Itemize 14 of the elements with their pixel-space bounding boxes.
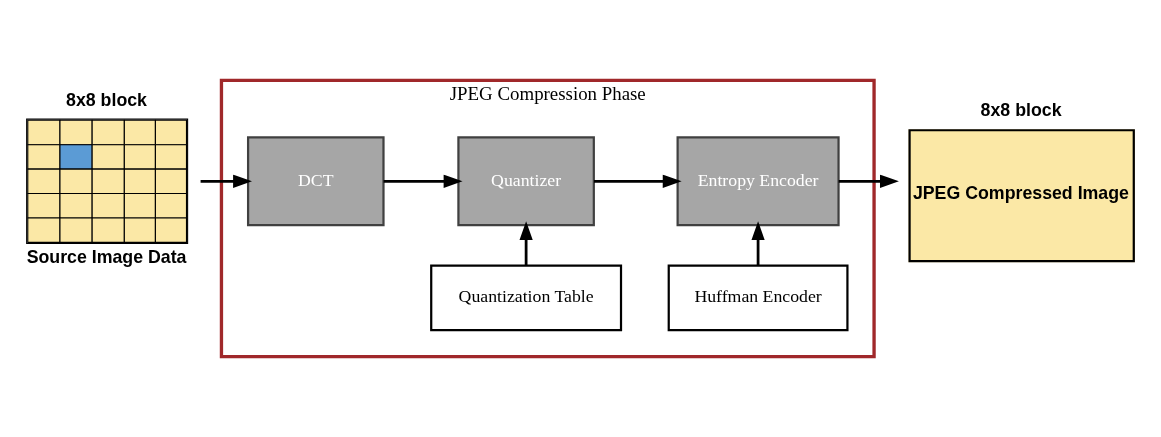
arrow [751,221,765,266]
node-box: Entropy Encoder [676,136,840,227]
node-box: DCT [247,136,385,227]
arrow [519,221,533,266]
node-box: Huffman Encoder [667,264,849,332]
arrow [200,174,252,188]
node-label: 8x8 block [980,99,1062,120]
node-label: 8x8 block [66,89,147,110]
node-box: Quantizer [457,136,595,227]
arrow [383,174,463,188]
arrow [594,174,682,188]
node-label: Source Image Data [26,247,187,268]
node-box: Quantization Table [430,264,623,332]
arrow [838,174,899,188]
